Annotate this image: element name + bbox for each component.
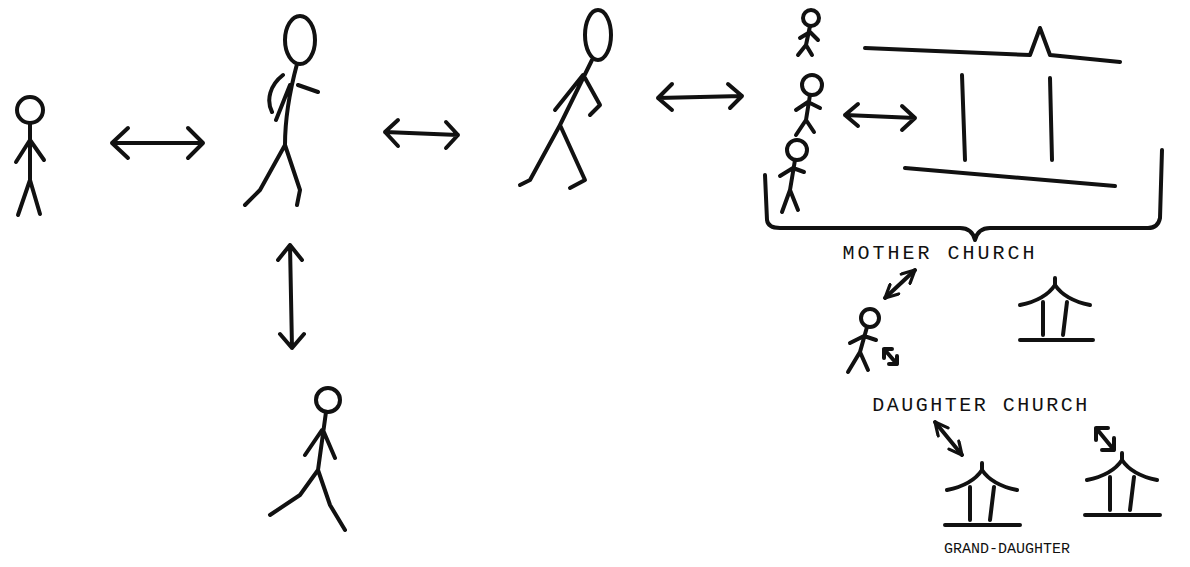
figure-head — [802, 75, 822, 95]
double-arrow — [658, 84, 742, 110]
double-arrow — [1096, 428, 1114, 450]
figure-head — [861, 309, 879, 327]
church-group: GRAND-DAUGHTER — [928, 455, 1085, 560]
figure-body — [245, 64, 318, 205]
double-arrow-connector — [935, 422, 962, 455]
daughter-figure — [848, 309, 879, 372]
group-label: DAUGHTER CHURCH — [872, 396, 1090, 416]
church-symbol — [1085, 453, 1160, 515]
figure-head — [285, 16, 315, 64]
figure-head — [316, 388, 340, 412]
church-building — [865, 28, 1120, 186]
figure-body — [16, 123, 44, 215]
church-symbol — [945, 463, 1020, 525]
adult-figure — [245, 16, 318, 205]
child-figure — [16, 97, 44, 215]
figure-body — [848, 327, 876, 372]
group-label: MOTHER CHURCH — [842, 244, 1037, 264]
figure-head — [17, 97, 43, 123]
figure-body — [780, 160, 804, 212]
figure-body — [520, 60, 600, 188]
church-group: MOTHER CHURCH — [760, 10, 1170, 268]
figure-head — [803, 10, 819, 26]
double-arrow — [112, 128, 203, 158]
children-group — [780, 10, 822, 212]
group-label: GRAND-DAUGHTER — [944, 542, 1070, 557]
walker-figure — [520, 10, 611, 188]
double-arrow — [884, 349, 897, 364]
group-bracket — [765, 150, 1162, 240]
double-arrow-connector — [885, 270, 915, 298]
figure-body — [796, 95, 820, 135]
church-symbol — [1020, 278, 1093, 340]
double-arrow — [278, 245, 304, 348]
church-group: DAUGHTER CHURCH — [825, 298, 1100, 420]
double-arrow — [385, 120, 458, 148]
figure-body — [798, 26, 818, 55]
double-arrow — [845, 104, 915, 130]
figure-body — [270, 412, 345, 530]
figure-head — [585, 10, 611, 60]
walking-figure — [270, 388, 345, 530]
figure-head — [787, 140, 807, 160]
